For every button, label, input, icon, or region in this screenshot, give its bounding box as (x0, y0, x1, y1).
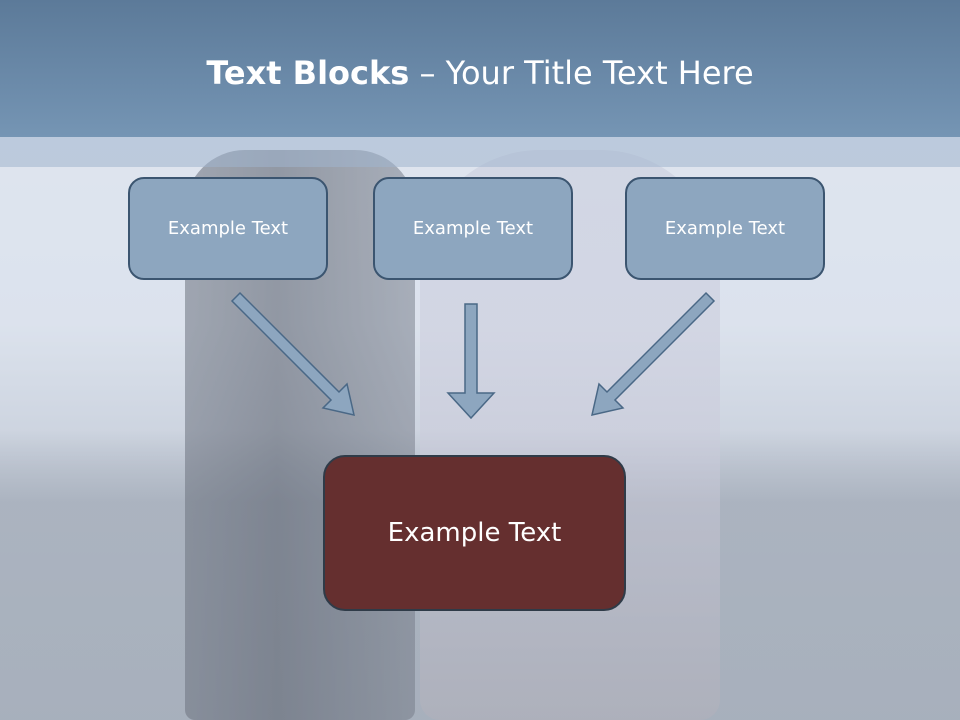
main-text-block-label: Example Text (387, 518, 562, 548)
text-block-3-label: Example Text (664, 218, 786, 239)
main-text-block[interactable]: Example Text (323, 455, 626, 611)
text-block-3[interactable]: Example Text (625, 177, 825, 280)
slide-title-rest: – Your Title Text Here (409, 54, 754, 92)
text-block-2-label: Example Text (412, 218, 534, 239)
title-banner (0, 0, 960, 137)
slide-title: Text Blocks – Your Title Text Here (0, 54, 960, 92)
arrow-right-diagonal-icon (591, 291, 716, 416)
arrow-center-down-icon (446, 303, 496, 420)
text-block-2[interactable]: Example Text (373, 177, 573, 280)
text-block-1[interactable]: Example Text (128, 177, 328, 280)
text-block-1-label: Example Text (167, 218, 289, 239)
arrow-left-diagonal-icon (230, 291, 355, 416)
title-banner-strip (0, 137, 960, 167)
slide-title-bold: Text Blocks (206, 54, 410, 92)
